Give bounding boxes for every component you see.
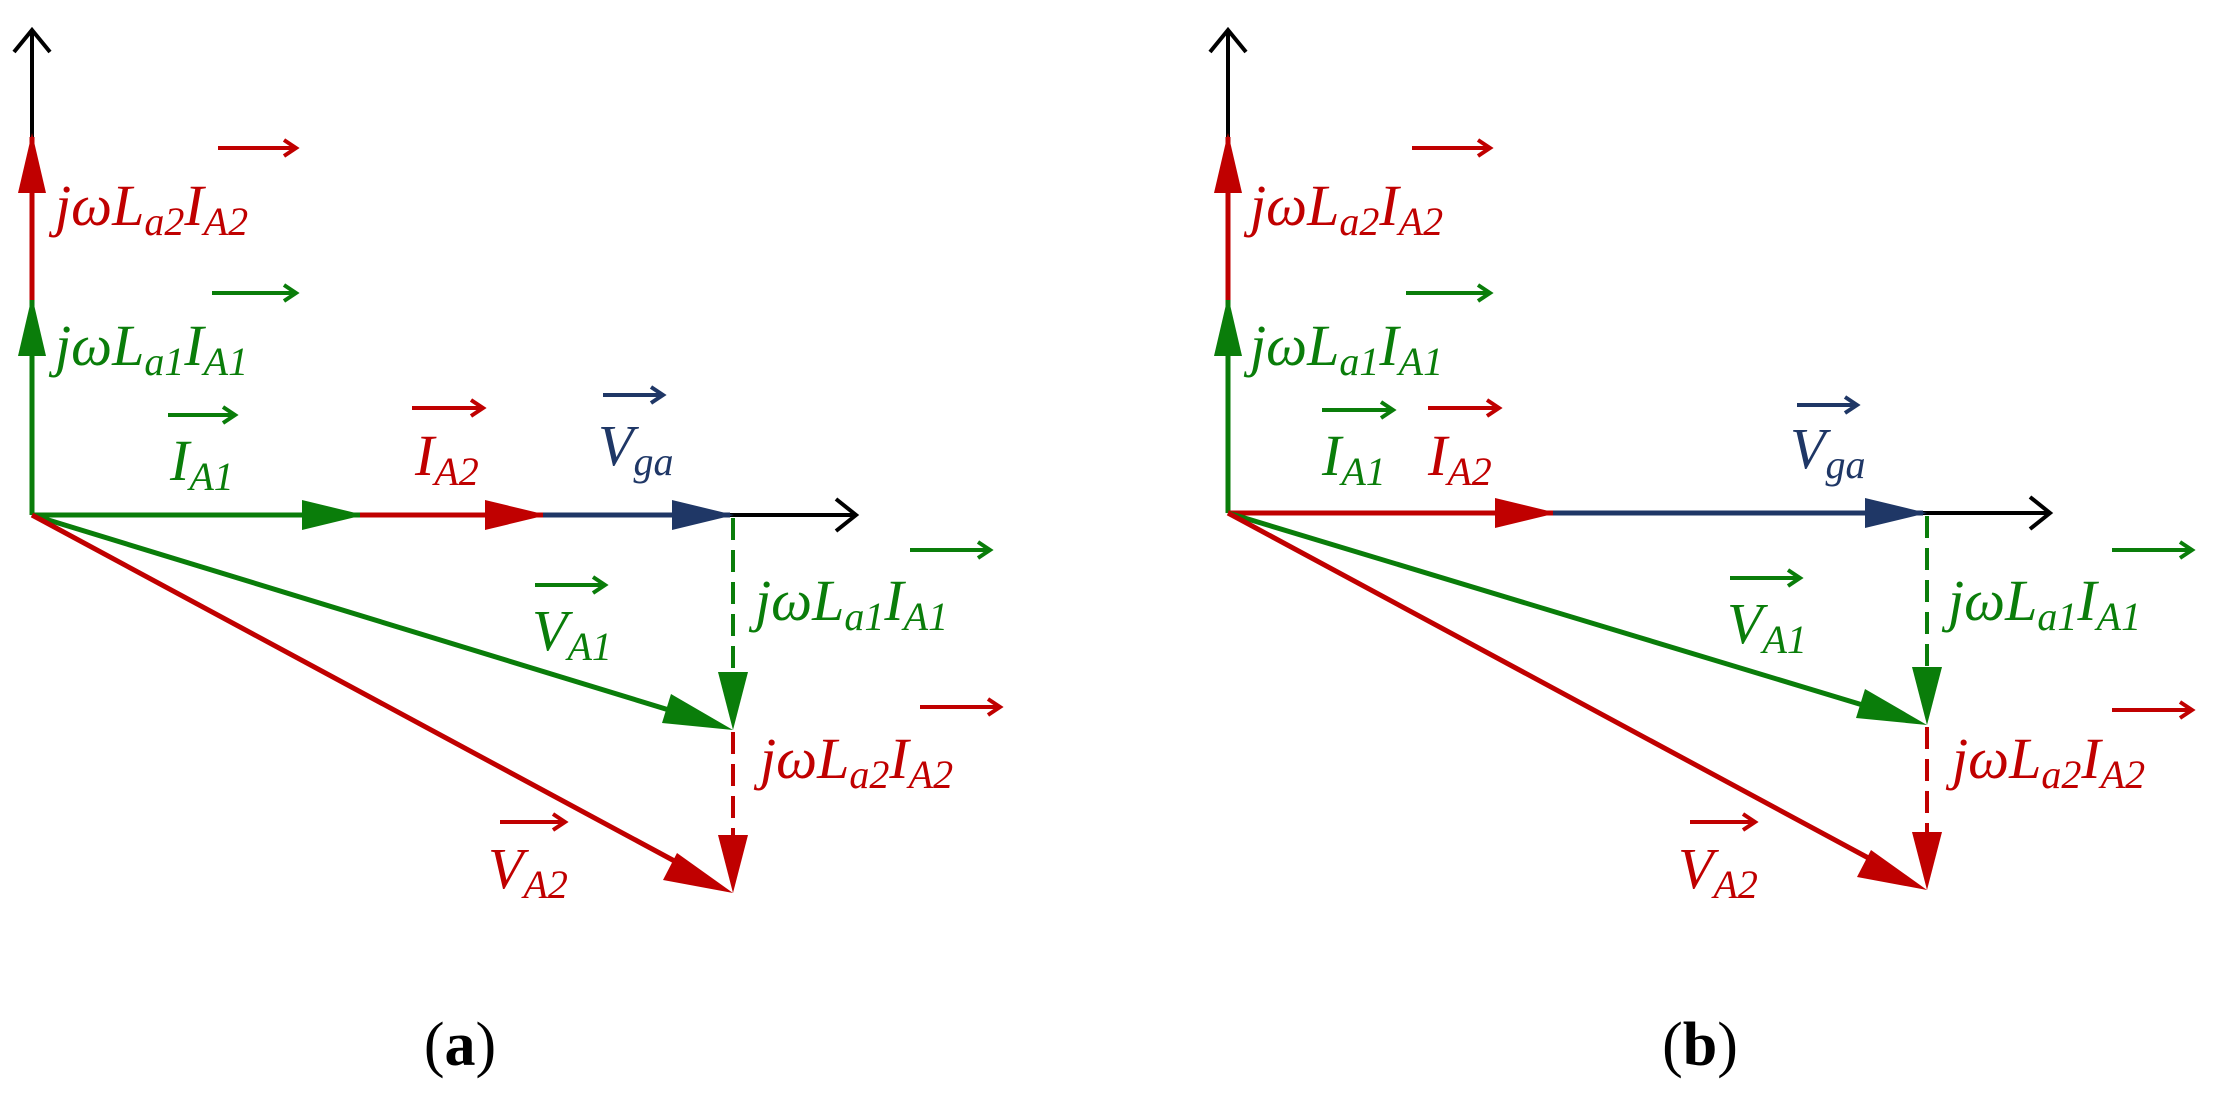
svg-text:IA2: IA2 (414, 423, 479, 494)
panel-caption-b: (b) (1662, 1011, 1738, 1079)
vector-jwla1-ia1-arrowhead (18, 296, 46, 356)
svg-text:VA2: VA2 (488, 836, 568, 907)
overarrow-head (2178, 700, 2196, 720)
dashed-vector-jwla2-ia2-arrowhead (718, 835, 748, 893)
label-va1: VA1 (532, 575, 612, 669)
vertical-axis-arrowhead (12, 26, 52, 54)
svg-text:jωLa2IA2: jωLa2IA2 (753, 726, 953, 797)
label-dashed-jwla2-ia2: jωLa2IA2 (753, 697, 1004, 797)
label-ia1: IA1 (168, 405, 239, 499)
vector-jwla2-ia2-arrowhead (18, 133, 46, 193)
svg-text:Vga: Vga (598, 413, 673, 484)
svg-text:Vga: Vga (1790, 416, 1865, 487)
vector-ia1-arrowhead (302, 500, 364, 530)
vector-va1 (31, 512, 706, 724)
vector-va2 (30, 512, 708, 881)
overarrow-head (1476, 283, 1494, 303)
svg-text:IA1: IA1 (169, 428, 234, 499)
horizontal-axis-arrowhead (2028, 495, 2054, 531)
label-vga: Vga (1790, 395, 1865, 487)
vector-va2 (1226, 510, 1902, 878)
svg-text:VA2: VA2 (1678, 836, 1758, 907)
svg-text:IA1: IA1 (1321, 423, 1386, 494)
label-ia2: IA2 (412, 398, 487, 494)
vector-va2-arrowhead (663, 853, 733, 893)
overarrow-head (282, 138, 300, 158)
overarrow-head (649, 385, 667, 405)
label-va2: VA2 (488, 812, 569, 907)
label-dashed-jwla2-ia2: jωLa2IA2 (1945, 700, 2196, 797)
svg-text:jωLa2IA2: jωLa2IA2 (1243, 173, 1443, 244)
label-jwla1-ia1: jωLa1IA1 (48, 283, 300, 384)
vector-va1-arrowhead (662, 694, 733, 730)
vector-ia2-arrowhead (485, 500, 547, 530)
vector-ia2-arrowhead (1495, 498, 1557, 528)
panel-a: jωLa2IA2 jωLa1IA1 IA1 IA2 Vga jωLa1IA1 (12, 26, 1004, 1079)
overarrow-head (282, 283, 300, 303)
overarrow-head (551, 812, 569, 832)
overarrow-head (1485, 398, 1503, 418)
dashed-vector-jwla2-ia2-arrowhead (1912, 832, 1942, 890)
overarrow-head (2178, 540, 2196, 560)
vector-vga-arrowhead (1865, 498, 1927, 528)
overarrow-head (1741, 812, 1759, 832)
label-dashed-jwla1-ia1: jωLa1IA1 (748, 540, 994, 639)
overarrow-head (469, 398, 487, 418)
svg-text:jωLa2IA2: jωLa2IA2 (1945, 726, 2145, 797)
svg-text:jωLa1IA1: jωLa1IA1 (48, 313, 248, 384)
overarrow-head (1843, 395, 1861, 415)
panel-b: jωLa2IA2 jωLa1IA1 IA1 IA2 Vga jωLa1IA1 (1208, 26, 2196, 1079)
svg-text:IA2: IA2 (1427, 423, 1492, 494)
label-va2: VA2 (1678, 812, 1759, 907)
overarrow-head (986, 697, 1004, 717)
vector-jwla1-ia1-arrowhead (1214, 296, 1242, 356)
vector-va1 (1227, 510, 1900, 719)
overarrow-head (1476, 138, 1494, 158)
svg-text:jωLa2IA2: jωLa2IA2 (48, 173, 248, 244)
svg-text:VA1: VA1 (532, 598, 612, 669)
vector-va2-arrowhead (1857, 850, 1927, 890)
dashed-vector-jwla1-ia1-arrowhead (1912, 667, 1942, 725)
overarrow-head (1786, 568, 1804, 588)
svg-text:jωLa1IA1: jωLa1IA1 (1941, 568, 2141, 639)
vertical-axis-arrowhead (1208, 26, 1248, 54)
svg-text:jωLa1IA1: jωLa1IA1 (1243, 313, 1443, 384)
svg-text:VA1: VA1 (1727, 591, 1807, 662)
label-ia1: IA1 (1321, 400, 1397, 494)
overarrow-head (591, 575, 609, 595)
vector-jwla2-ia2-arrowhead (1214, 133, 1242, 193)
label-dashed-jwla1-ia1: jωLa1IA1 (1941, 540, 2196, 639)
vector-va1-arrowhead (1856, 689, 1927, 725)
overarrow-head (1379, 400, 1397, 420)
svg-text:jωLa1IA1: jωLa1IA1 (748, 568, 948, 639)
label-ia2: IA2 (1427, 398, 1503, 494)
label-vga: Vga (598, 385, 673, 484)
horizontal-axis-arrowhead (834, 497, 860, 533)
overarrow-head (976, 540, 994, 560)
vector-vga-arrowhead (672, 500, 734, 530)
label-jwla1-ia1: jωLa1IA1 (1243, 283, 1494, 384)
label-va1: VA1 (1727, 568, 1807, 662)
overarrow-head (221, 405, 239, 425)
panel-caption-a: (a) (424, 1011, 496, 1079)
label-jwla2-ia2: jωLa2IA2 (1243, 138, 1494, 244)
label-jwla2-ia2: jωLa2IA2 (48, 138, 300, 244)
dashed-vector-jwla1-ia1-arrowhead (718, 672, 748, 730)
